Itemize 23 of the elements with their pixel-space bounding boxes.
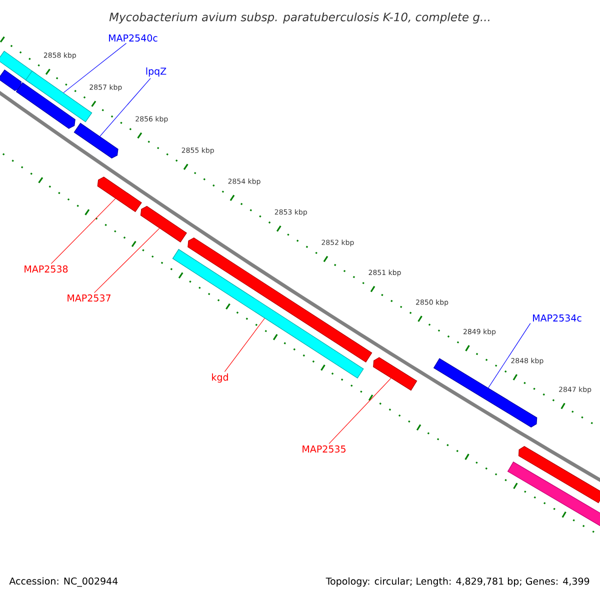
leader-line — [100, 78, 151, 137]
title: Mycobacterium avium subsp. paratuberculosis K-10, complete g... — [109, 12, 490, 24]
gene-block — [507, 462, 600, 528]
leader-line — [488, 323, 531, 388]
gene-label: kgd — [212, 373, 228, 383]
gene-block — [16, 82, 76, 129]
gene-label: MAP2534c — [533, 314, 582, 322]
gene-block — [140, 206, 187, 242]
gene-label: MAP2537 — [68, 294, 110, 302]
gene-block — [373, 357, 418, 391]
gene-block — [518, 446, 600, 504]
footer-text: Topology: circular; Length: 4,829,781 bp; Genes: 4,399 — [326, 577, 590, 587]
gene-label: lpqZ — [146, 67, 166, 77]
leader-line — [50, 198, 116, 264]
gene-label: MAP2538 — [24, 265, 68, 273]
leader-line — [224, 318, 265, 372]
gene-label: MAP2540c — [109, 34, 158, 42]
leader-line — [94, 228, 160, 294]
footer-text: Accession: NC_002944 — [9, 577, 118, 587]
leader-line — [63, 43, 127, 93]
leader-line — [328, 378, 392, 444]
gene-block — [97, 176, 142, 212]
gene-label: MAP2535 — [302, 445, 346, 453]
